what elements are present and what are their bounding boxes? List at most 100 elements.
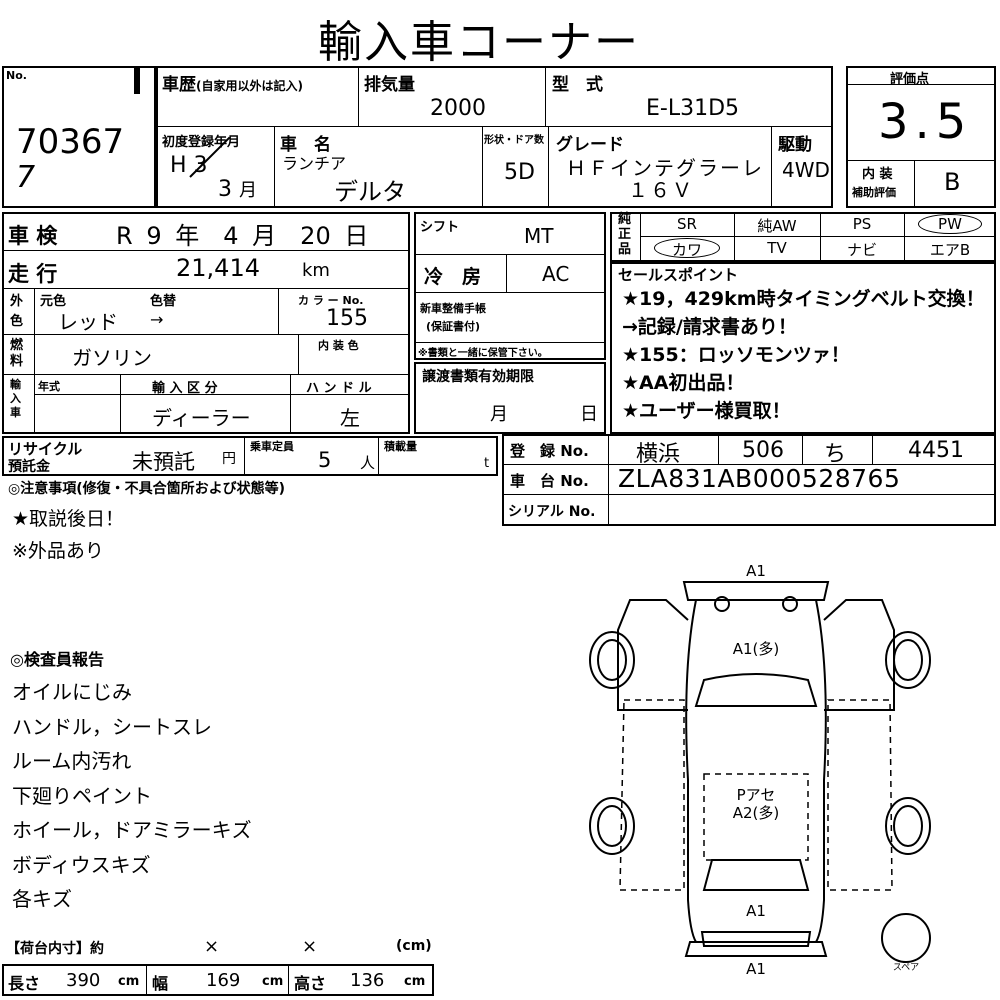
selling-point: ★19，429km時タイミングベルト交換！	[622, 288, 985, 310]
chassis-value: ZLA831AB000528765	[618, 464, 901, 493]
diagram-front: A1	[746, 562, 766, 580]
displacement-value: 2000	[430, 96, 486, 121]
score-box	[846, 66, 996, 208]
load-label: 積載量	[384, 440, 417, 453]
score-value: 3.5	[878, 94, 973, 150]
vehicle-grid	[2, 212, 410, 434]
mileage-unit: km	[302, 260, 330, 281]
selling-points-label: セールスポイント	[618, 266, 739, 284]
serial-label: シリアル No.	[508, 504, 596, 520]
height-unit: cm	[404, 974, 426, 989]
change-color-value: →	[150, 310, 164, 329]
inspector-label: ◎検査員報告	[10, 650, 104, 669]
cargo-x1: ×	[204, 936, 220, 957]
registration-city: 横浜	[636, 442, 681, 467]
equipment-circle	[654, 238, 720, 258]
color-code-label: カ ラ ー No.	[298, 294, 364, 307]
aircon-label: 冷 房	[424, 266, 482, 288]
handle-label: ハ ン ド ル	[306, 381, 372, 396]
dimensions-box	[2, 964, 434, 996]
equipment-item: PS	[852, 215, 872, 233]
doors-label: 形状・ドア数	[484, 135, 544, 146]
width-value: 169	[206, 970, 241, 991]
import-type-label: 輸 入 区 分	[152, 381, 218, 396]
inspector-item: 各キズ	[12, 887, 72, 911]
lot-number: 70367	[16, 122, 125, 162]
load-unit: t	[484, 456, 490, 471]
shift-label: シフト	[420, 220, 460, 235]
page-title: 輸入車コーナー	[318, 17, 640, 68]
score-label: 評価点	[890, 72, 930, 87]
transfer-month: 月	[490, 404, 508, 425]
transfer-box	[414, 362, 606, 434]
name-label: 車 名	[280, 135, 331, 155]
notes-label: ◎注意事項(修復・不具合箇所および状態等)	[8, 481, 286, 497]
equipment-item: TV	[767, 239, 787, 257]
inspector-item: ホイール，ドアミラーキズ	[12, 818, 252, 842]
color-side-label: 外色	[10, 294, 24, 329]
diagram-roof1: Pアセ	[737, 786, 776, 804]
lot-corner-mark	[134, 68, 140, 94]
shift-value: MT	[524, 224, 554, 248]
shift-box	[414, 212, 606, 360]
mileage-value: 21,414	[176, 254, 260, 282]
equipment-item: SR	[677, 215, 697, 233]
capacity-unit: 人	[360, 454, 376, 472]
interior-label1: 内 装	[862, 167, 893, 182]
name-value: デルタ	[334, 178, 406, 206]
orig-color-label: 元色	[40, 294, 67, 309]
selling-point: ★155：ロッソモンツァ！	[622, 344, 850, 366]
displacement-label: 排気量	[364, 75, 415, 95]
inspector-item: ルーム内汚れ	[12, 749, 132, 773]
model-value: E-L31D5	[646, 96, 740, 121]
import-type-value: ディーラー	[152, 406, 251, 430]
length-unit: cm	[118, 974, 140, 989]
height-value: 136	[350, 970, 385, 991]
fuel-label: 燃料	[10, 338, 24, 369]
first-reg-label: 初度登録年月	[162, 135, 241, 150]
selling-point: ★AA初出品！	[622, 372, 745, 394]
equipment-circle	[918, 214, 982, 234]
height-label: 高さ	[294, 974, 327, 993]
capacity-label: 乗車定員	[250, 440, 294, 453]
inspector-item: オイルにじみ	[12, 680, 132, 704]
name-maker: ランチア	[282, 154, 347, 173]
import-side-label: 輸入車	[10, 378, 21, 419]
diagram-trunk: A1	[746, 902, 766, 920]
chassis-label: 車 台 No.	[510, 472, 589, 490]
change-color-label: 色替	[150, 294, 177, 309]
equipment-item: 純AW	[757, 217, 797, 235]
aircon-value: AC	[542, 262, 570, 286]
fuel-value: ガソリン	[72, 346, 152, 370]
registration-box	[502, 434, 996, 526]
registration-number: 4451	[908, 438, 964, 463]
recycle-label1: リサイクル	[8, 440, 83, 458]
capacity-value: 5	[318, 448, 332, 472]
warranty-note: ※書類と一緒に保管下さい。	[418, 348, 548, 359]
drive-label: 駆動	[778, 135, 812, 155]
history-label: 車歴(自家用以外は記入)	[162, 75, 303, 95]
grade-label: グレード	[556, 135, 624, 155]
selling-points-box	[610, 262, 996, 434]
cargo-x2: ×	[302, 936, 318, 957]
length-value: 390	[66, 970, 101, 991]
registration-class: 506	[742, 438, 784, 463]
equipment-item: エアB	[929, 241, 971, 259]
lot-mark: 7	[16, 160, 36, 195]
diagram-rear: A1	[746, 960, 766, 978]
inspector-item: ボディウスキズ	[12, 852, 151, 877]
recycle-box	[2, 436, 498, 476]
interior-value: B	[944, 168, 961, 196]
equipment-item: ナビ	[846, 241, 877, 259]
note-item: ★取説後日！	[12, 508, 125, 530]
equipment-box	[610, 212, 996, 262]
drive-value: 4WD	[782, 158, 830, 182]
inspector-item: 下廻りペイント	[12, 783, 152, 808]
inspection-label: 車 検	[8, 224, 58, 248]
cargo-label: 【荷台内寸】約	[6, 941, 104, 957]
diagram-roof2: A2(多)	[733, 804, 780, 822]
lot-box	[2, 66, 156, 208]
registration-label: 登 録 No.	[510, 442, 589, 460]
model-label: 型 式	[552, 75, 603, 95]
diagram-hood: A1(多)	[733, 640, 780, 658]
